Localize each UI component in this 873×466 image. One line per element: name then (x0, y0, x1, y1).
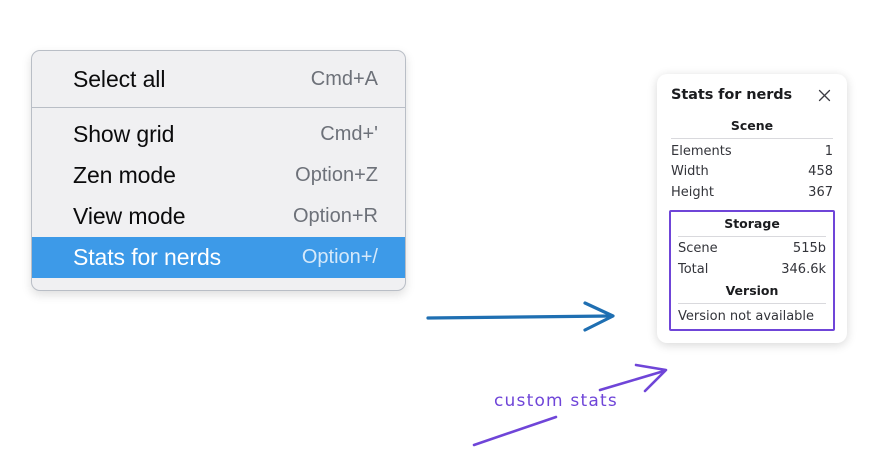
annotation-label-custom-stats: custom stats (494, 391, 618, 411)
menu-item-label: Select all (73, 66, 166, 92)
menu-item-shortcut: Cmd+A (310, 68, 378, 90)
stat-row-storage-scene: Scene 515b (678, 239, 826, 260)
close-icon[interactable] (815, 86, 833, 104)
stat-key: Height (671, 185, 714, 201)
canvas-context-menu[interactable]: Select all Cmd+A Show grid Cmd+' Zen mod… (31, 50, 406, 291)
menu-item-zen-mode[interactable]: Zen mode Option+Z (32, 155, 405, 196)
arrow-pointer-icon (598, 363, 668, 393)
menu-item-label: View mode (73, 203, 186, 229)
stat-value: 367 (808, 185, 833, 201)
stat-key: Total (678, 261, 709, 277)
stats-panel-header: Stats for nerds (669, 86, 835, 104)
arrow-right-icon (426, 301, 615, 332)
stat-value: 458 (808, 164, 833, 180)
version-divider (678, 303, 826, 305)
menu-item-stats-for-nerds[interactable]: Stats for nerds Option+/ (32, 237, 405, 278)
menu-item-show-grid[interactable]: Show grid Cmd+' (32, 114, 405, 155)
menu-item-select-all[interactable]: Select all Cmd+A (32, 59, 405, 100)
storage-divider (678, 235, 826, 237)
menu-section-2: Show grid Cmd+' Zen mode Option+Z View m… (32, 108, 405, 290)
stat-row-height: Height 367 (671, 183, 833, 204)
menu-item-shortcut: Cmd+' (320, 123, 378, 145)
menu-item-label: Stats for nerds (73, 244, 222, 270)
stat-key: Scene (678, 241, 718, 257)
stat-key: Elements (671, 143, 732, 159)
scene-divider (671, 138, 833, 139)
version-group: Version Version not available (676, 280, 828, 325)
stat-row-elements: Elements 1 (671, 141, 833, 162)
stat-value: 1 (824, 143, 833, 159)
menu-item-shortcut: Option+Z (295, 164, 378, 186)
stats-for-nerds-panel: Stats for nerds Scene Elements 1 Width 4… (657, 74, 847, 344)
menu-item-label: Zen mode (73, 162, 176, 188)
menu-item-shortcut: Option+R (292, 205, 378, 227)
menu-separator (32, 107, 405, 108)
custom-stats-section: Storage Scene 515b Total 346.6k Version … (669, 209, 835, 332)
scene-heading: Scene (730, 118, 774, 133)
stat-value: 515b (792, 241, 826, 257)
stat-key: Width (671, 164, 709, 180)
version-text: Version not available (678, 309, 815, 325)
version-heading: Version (725, 283, 779, 299)
menu-section-1: Select all Cmd+A (32, 51, 405, 107)
menu-item-shortcut: Option+/ (301, 246, 378, 268)
stat-row-width: Width 458 (671, 162, 833, 183)
stat-row-storage-total: Total 346.6k (678, 259, 826, 280)
storage-group: Storage Scene 515b Total 346.6k (676, 213, 828, 281)
panel-title: Stats for nerds (671, 87, 793, 103)
underline-stroke-icon (472, 415, 558, 447)
storage-heading: Storage (724, 215, 780, 231)
scene-group: Scene Elements 1 Width 458 Height 367 (669, 115, 835, 204)
menu-item-label: Show grid (73, 121, 175, 147)
menu-item-view-mode[interactable]: View mode Option+R (32, 196, 405, 237)
stat-value: 346.6k (781, 261, 826, 277)
